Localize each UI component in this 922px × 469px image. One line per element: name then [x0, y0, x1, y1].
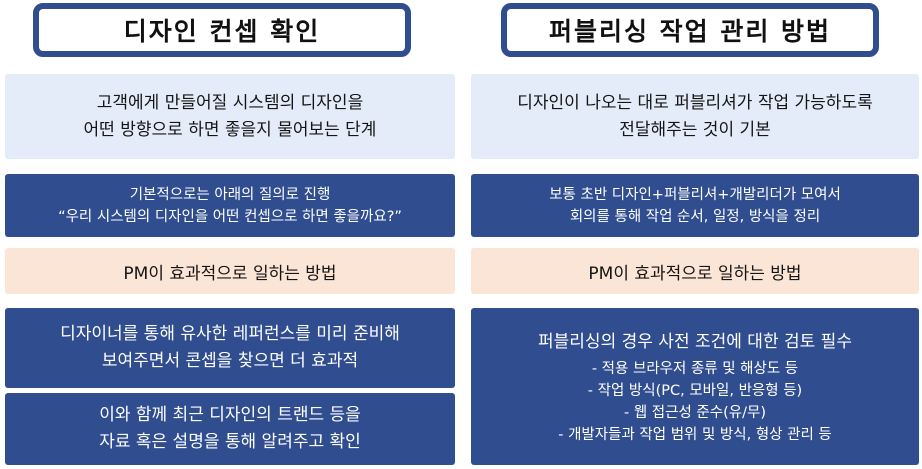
left-process-box: 기본적으로는 아래의 질의로 진행 “우리 시스템의 디자인을 어떤 컨셉으로 … — [5, 174, 455, 237]
left-pm-label: PM이 효과적으로 일하는 방법 — [123, 263, 337, 284]
left-tip-box-2: 이와 함께 최근 디자인의 트랜드 등을 자료 혹은 설명을 통해 알려주고 확… — [5, 393, 455, 465]
right-tip-item-1: - 적용 브라우저 종류 및 해상도 등 — [591, 360, 799, 377]
right-tip-item-3: - 웹 접근성 준수(유/무) — [624, 404, 766, 421]
right-title-text: 퍼블리싱 작업 관리 방법 — [548, 17, 832, 46]
right-tip-heading: 퍼블리싱의 경우 사전 조건에 대한 검토 필수 — [538, 331, 852, 352]
right-process-line-1: 보통 초반 디자인+퍼블리셔+개발리더가 모여서 — [549, 186, 841, 203]
left-definition-line-1: 고객에게 만들어질 시스템의 디자인을 — [96, 92, 364, 113]
right-tip-item-2: - 작업 방식(PC, 모바일, 반응형 등) — [587, 382, 803, 399]
left-process-line-2: “우리 시스템의 디자인을 어떤 컨셉으로 하면 좋을까요?” — [58, 208, 402, 225]
right-definition-box: 디자인이 나오는 대로 퍼블리셔가 작업 가능하도록 전달해주는 것이 기본 — [471, 74, 919, 159]
left-tip-box-1: 디자이너를 통해 유사한 레퍼런스를 미리 준비해 보여주면서 콘셉을 찾으면 … — [5, 308, 455, 388]
left-title: 디자인 컨셉 확인 — [33, 3, 411, 57]
left-tip2-line-2: 자료 혹은 설명을 통해 알려주고 확인 — [99, 432, 361, 452]
left-pm-label-box: PM이 효과적으로 일하는 방법 — [5, 248, 455, 294]
right-tip-item-4: - 개발자들과 작업 범위 및 방식, 형상 관리 등 — [558, 426, 832, 443]
left-process-line-1: 기본적으로는 아래의 질의로 진행 — [129, 186, 331, 203]
left-definition-line-2: 어떤 방향으로 하면 좋을지 물어보는 단계 — [83, 119, 377, 140]
right-process-line-2: 회의를 통해 작업 순서, 일정, 방식을 정리 — [569, 208, 821, 225]
right-process-box: 보통 초반 디자인+퍼블리셔+개발리더가 모여서 회의를 통해 작업 순서, 일… — [471, 174, 919, 237]
left-tip1-line-2: 보여주면서 콘셉을 찾으면 더 효과적 — [101, 351, 359, 371]
right-tip-box: 퍼블리싱의 경우 사전 조건에 대한 검토 필수 - 적용 브라우저 종류 및 … — [471, 308, 919, 465]
right-title: 퍼블리싱 작업 관리 방법 — [501, 3, 879, 57]
right-pm-label: PM이 효과적으로 일하는 방법 — [588, 263, 802, 284]
left-tip1-line-1: 디자이너를 통해 유사한 레퍼런스를 미리 준비해 — [60, 324, 400, 344]
left-tip2-line-1: 이와 함께 최근 디자인의 트랜드 등을 — [99, 405, 361, 425]
left-title-text: 디자인 컨셉 확인 — [123, 17, 321, 46]
right-definition-line-2: 전달해주는 것이 기본 — [619, 119, 771, 140]
right-definition-line-1: 디자인이 나오는 대로 퍼블리셔가 작업 가능하도록 — [517, 92, 873, 113]
right-pm-label-box: PM이 효과적으로 일하는 방법 — [471, 248, 919, 294]
left-definition-box: 고객에게 만들어질 시스템의 디자인을 어떤 방향으로 하면 좋을지 물어보는 … — [5, 74, 455, 159]
